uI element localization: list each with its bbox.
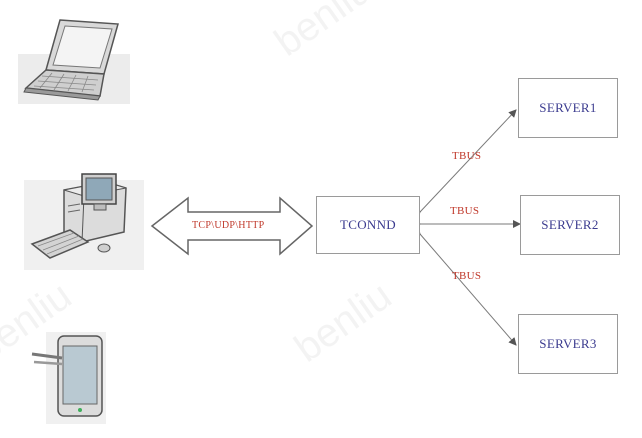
edge-tconnd-server3 bbox=[412, 226, 517, 346]
mobile-phone-icon bbox=[31, 330, 112, 425]
server2-box: SERVER2 bbox=[520, 195, 620, 255]
tconnd-box: TCONND bbox=[316, 196, 420, 254]
edge-tconnd-server1 bbox=[412, 109, 517, 220]
tbus-label-3: TBUS bbox=[452, 270, 482, 282]
tbus-label-1: TBUS bbox=[452, 150, 482, 162]
client-protocol-arrow bbox=[150, 196, 314, 256]
server3-box: SERVER3 bbox=[518, 314, 618, 374]
laptop-icon bbox=[18, 14, 130, 104]
tbus-label-2: TBUS bbox=[450, 205, 480, 217]
client-protocol-label: TCP\UDP\HTTP bbox=[192, 220, 265, 231]
server1-box: SERVER1 bbox=[518, 78, 618, 138]
desktop-computer-icon bbox=[24, 170, 144, 270]
